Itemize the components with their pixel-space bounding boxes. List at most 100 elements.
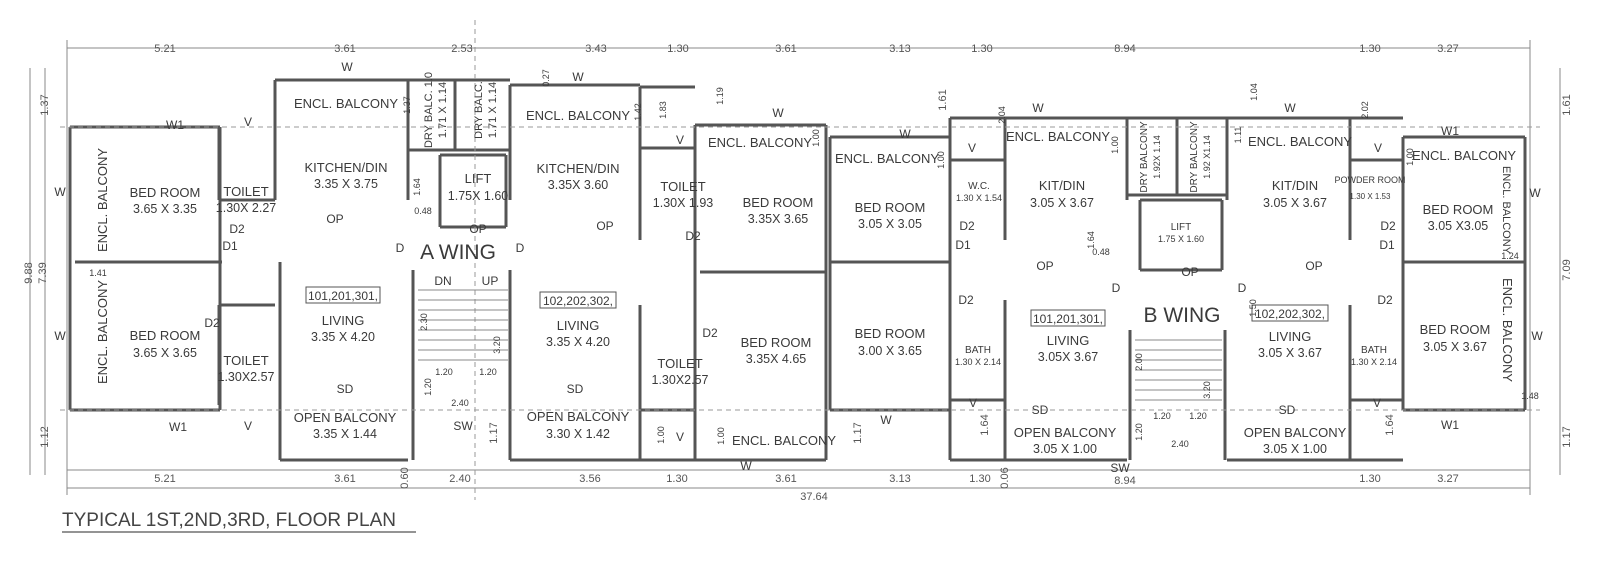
dim-inner: 1.41 [89, 268, 107, 278]
door-label: D2 [959, 219, 975, 233]
dim-inner: 1.20 [435, 367, 453, 377]
window-label: W [1032, 101, 1044, 115]
dim-inner: 2.04 [997, 106, 1007, 124]
room-size: 3.30 X 1.42 [546, 427, 610, 441]
dim-inner: 2.02 [1360, 101, 1370, 119]
dim-inner: 1.00 [811, 129, 821, 147]
dim-inner: 1.61 [937, 89, 949, 110]
dim-inner: 1.17 [852, 422, 864, 443]
dim-bottom: 3.13 [889, 473, 910, 485]
dim-top: 2.53 [451, 43, 472, 55]
stair-down-label: DN [434, 274, 451, 288]
dim-inner: 0.27 [541, 69, 551, 87]
room-size: 1.75X 1.60 [448, 189, 509, 203]
room-size: 3.35 X 4.20 [311, 330, 375, 344]
vent-label: V [244, 115, 252, 129]
window-label: W [880, 413, 892, 427]
dim-bottom: 3.27 [1437, 473, 1458, 485]
room-size: 1.30 X 2.14 [955, 357, 1001, 367]
vent-label: V [676, 133, 684, 147]
dim-total: 37.64 [800, 491, 828, 503]
room-size: 1.71 X 1.14 [487, 82, 499, 138]
dim-top: 3.43 [585, 43, 606, 55]
opening-label: OP [326, 212, 343, 226]
room-name: DRY BALCONY [1139, 121, 1150, 193]
room-size: 3.05 X 3.67 [1423, 340, 1487, 354]
dim-inner: 3.20 [1202, 381, 1212, 399]
dim-edge: 0.06 [999, 467, 1011, 488]
rooms: ENCL. BALCONY BED ROOM 3.65 X 3.35 TOILET… [95, 72, 1516, 456]
room-name: TOILET [223, 184, 268, 199]
room-size: 3.05 X 3.67 [1030, 196, 1094, 210]
window-label: W [341, 60, 353, 74]
dim-bottom: 1.30 [1359, 473, 1380, 485]
room-name: BED ROOM [743, 195, 814, 210]
window-label: W1 [166, 118, 184, 132]
dim-inner: 1.04 [1249, 83, 1259, 101]
dim-bottom: 1.30 [969, 473, 990, 485]
unit-number: 101,201,301, [308, 289, 378, 303]
room-size: 3.65 X 3.35 [133, 202, 197, 216]
dim-inner: 2.40 [451, 398, 469, 408]
room-name: KIT/DIN [1272, 178, 1318, 193]
dim-inner: 1.00 [656, 426, 666, 444]
dim-inner: 3.20 [492, 336, 502, 354]
wing-label-b: B WING [1144, 304, 1221, 327]
room-name: OPEN BALCONY [1244, 425, 1347, 440]
room-size: 1.30X2.57 [652, 373, 709, 387]
door-label: D1 [955, 238, 971, 252]
dim-left-inner: 7.39 [37, 262, 49, 283]
dim-inner: 1.11 [1233, 127, 1243, 144]
dim-bottom: 8.94 [1114, 475, 1135, 487]
door-label: D1 [222, 239, 238, 253]
room-size: 3.35 X 4.20 [546, 335, 610, 349]
room-encl-balcony: ENCL. BALCONY [1412, 148, 1516, 163]
dim-left-top: 1.37 [39, 94, 51, 115]
dim-inner: 1.20 [479, 367, 497, 377]
dim-top: 8.94 [1114, 43, 1135, 55]
room-size: 3.35X 3.60 [548, 178, 609, 192]
room-name: OPEN BALCONY [1014, 425, 1117, 440]
inner-dimensions: 1.37 1.42 1.83 1.19 1.00 1.00 1.61 2.04 … [89, 69, 1539, 449]
top-dimensions: 5.21 3.61 2.53 3.43 1.30 3.61 3.13 1.30 … [154, 43, 1458, 55]
dim-inner: 1.00 [1405, 148, 1415, 166]
dim-edge: 0.60 [399, 467, 411, 488]
vent-label: V [244, 419, 252, 433]
dim-top: 5.21 [154, 43, 175, 55]
door-label: D1 [1379, 238, 1395, 252]
dim-inner: 1.20 [1189, 411, 1207, 421]
room-name: LIVING [1269, 329, 1312, 344]
dim-inner: 1.37 [402, 96, 412, 114]
room-encl-balcony: ENCL. BALCONY [1500, 278, 1515, 382]
room-name: DRY BALCONY [1189, 121, 1200, 193]
dim-top: 1.30 [971, 43, 992, 55]
opening-label: OP [469, 222, 486, 236]
dim-inner: 2.30 [419, 313, 429, 331]
window-label: W1 [1441, 418, 1459, 432]
sliding-door-label: SD [337, 382, 354, 396]
dim-bottom: 3.56 [579, 473, 600, 485]
vent-label: V [1374, 141, 1382, 155]
room-size: 3.05X 3.67 [1038, 350, 1099, 364]
dim-left-overall: 9.88 [23, 262, 35, 283]
window-label: W1 [1441, 124, 1459, 138]
room-size: 1.71 X 1.14 [437, 82, 449, 138]
bottom-dimensions: 5.21 3.61 2.40 3.56 1.30 3.61 3.13 1.30 … [154, 467, 1458, 503]
window-label: W1 [169, 420, 187, 434]
wing-label-a: A WING [420, 241, 496, 264]
